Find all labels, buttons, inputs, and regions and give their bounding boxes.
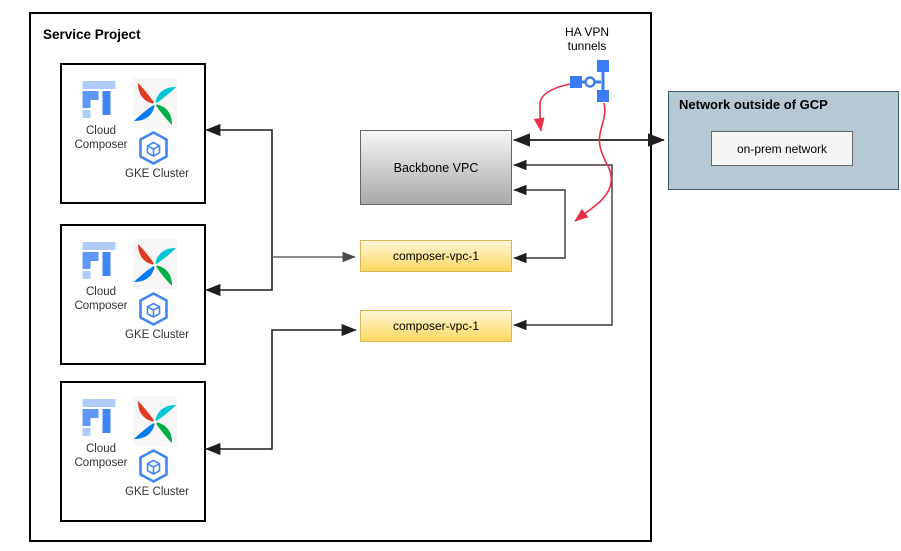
composer-vpc-node-2[interactable]: composer-vpc-1 <box>360 310 512 342</box>
cloud-composer-icon <box>82 81 116 118</box>
cloud-composer-label: Cloud Composer <box>74 125 128 151</box>
gke-cluster-icon <box>139 292 168 326</box>
on-prem-network-label: on-prem network <box>736 141 828 156</box>
composer-vpc-label: composer-vpc-1 <box>392 319 480 333</box>
gke-cluster-icon <box>139 449 168 483</box>
airflow-pinwheel-icon <box>133 396 177 446</box>
network-outside-gcp-box[interactable]: Network outside of GCP on-prem network <box>668 91 899 190</box>
backbone-vpc-label: Backbone VPC <box>393 160 479 175</box>
cluster-box-1[interactable]: Cloud Composer GKE Cluster <box>60 63 206 204</box>
gke-cluster-label: GKE Cluster <box>125 486 189 498</box>
composer-vpc-node-1[interactable]: composer-vpc-1 <box>360 240 512 272</box>
airflow-pinwheel-icon <box>133 239 177 289</box>
composer-vpc-label: composer-vpc-1 <box>392 249 480 263</box>
cluster-box-3[interactable]: Cloud Composer GKE Cluster <box>60 381 206 522</box>
ha-vpn-tunnels-label: HA VPN tunnels <box>564 25 609 53</box>
service-project-title: Service Project <box>43 27 141 42</box>
cloud-composer-label: Cloud Composer <box>74 286 128 312</box>
gke-cluster-label: GKE Cluster <box>125 168 189 180</box>
cloud-composer-icon <box>82 242 116 279</box>
cloud-composer-icon <box>82 399 116 436</box>
airflow-pinwheel-icon <box>133 78 177 128</box>
backbone-vpc-node[interactable]: Backbone VPC <box>360 130 512 205</box>
network-outside-gcp-title: Network outside of GCP <box>679 97 828 112</box>
gke-cluster-label: GKE Cluster <box>125 329 189 341</box>
cluster-box-2[interactable]: Cloud Composer GKE Cluster <box>60 224 206 365</box>
gke-cluster-icon <box>139 131 168 165</box>
on-prem-network-node[interactable]: on-prem network <box>711 131 853 166</box>
cloud-composer-label: Cloud Composer <box>74 443 128 469</box>
